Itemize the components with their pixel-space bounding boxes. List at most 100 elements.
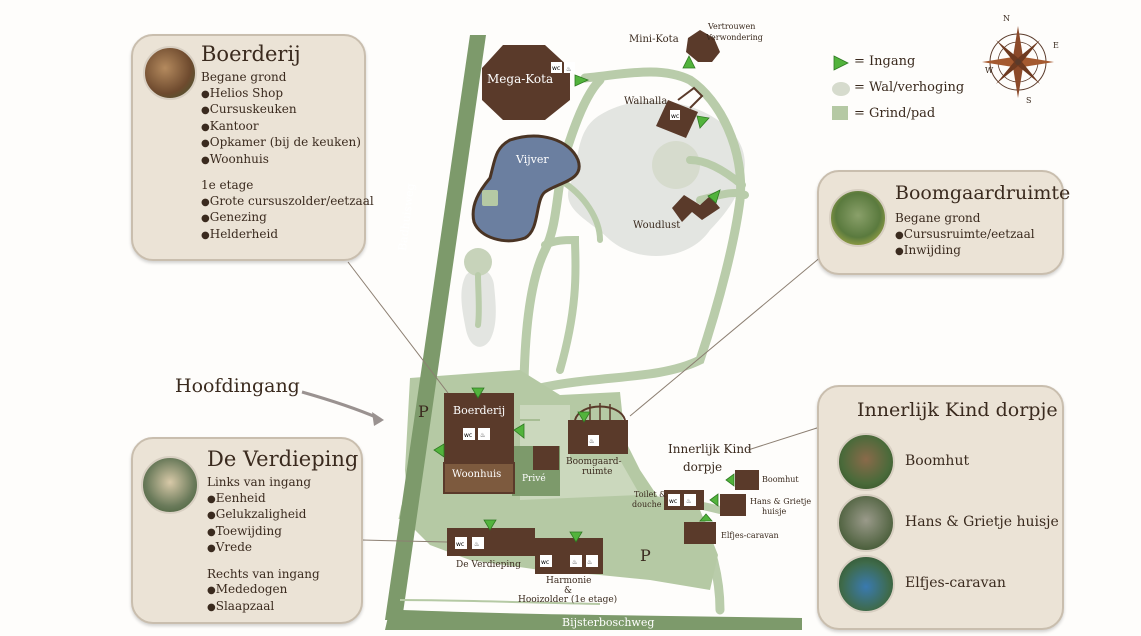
card-boomgaard-title: Boomgaardruimte xyxy=(895,182,1071,204)
compass-n: N xyxy=(1003,14,1010,23)
svg-text:wc: wc xyxy=(541,559,549,566)
hans-grietje-building xyxy=(720,494,746,516)
pond-deck xyxy=(482,190,498,206)
road-bijsterboschweg xyxy=(385,608,802,630)
list-item: Grote cursuszolder/eetzaal xyxy=(201,194,374,211)
wal-mound-2 xyxy=(464,248,492,276)
entrance-marker xyxy=(433,443,445,458)
svg-text:wc: wc xyxy=(464,432,472,439)
svg-text:wc: wc xyxy=(671,113,679,120)
compass-s: S xyxy=(1026,96,1032,105)
entrance-marker xyxy=(569,531,583,543)
boerderij-photo xyxy=(143,46,197,100)
card-boerderij-floor2: 1e etage xyxy=(201,178,254,192)
elfjes-label: Elfjes-caravan xyxy=(721,531,779,540)
compass-rose xyxy=(982,26,1054,98)
list-item: Inwijding xyxy=(895,243,1035,260)
card-innerlijk-item-2: Hans & Grietje huisje xyxy=(905,514,1059,530)
wal-mound xyxy=(652,141,700,189)
hans-grietje-photo xyxy=(837,494,895,552)
harmonie-label-2: & xyxy=(564,586,573,596)
card-boomgaard: Boomgaardruimte Begane grond Cursusruimt… xyxy=(817,170,1070,275)
pond xyxy=(471,134,581,243)
list-item: Genezing xyxy=(201,210,374,227)
list-item: Eenheid xyxy=(207,491,320,508)
list-item: Toewijding xyxy=(207,524,320,541)
card-verdieping-title: De Verdieping xyxy=(207,447,359,471)
entrance-marker xyxy=(725,473,735,487)
prive-building xyxy=(533,446,559,470)
card-verdieping-list1: Eenheid Gelukzaligheid Toewijding Vrede xyxy=(207,491,320,557)
list-item: Cursuskeuken xyxy=(201,102,374,119)
card-innerlijk-title: Innerlijk Kind dorpje xyxy=(857,399,1058,421)
road-label-bijsterboschweg: Bijsterboschweg xyxy=(562,616,655,629)
svg-text:♨: ♨ xyxy=(589,438,594,445)
road-badhuisweg xyxy=(385,35,486,620)
entrance-marker xyxy=(471,387,485,399)
card-boerderij-floor1: Begane grond xyxy=(201,70,287,84)
walhalla-label: Walhalla xyxy=(624,96,668,107)
mega-kota-label: Mega-Kota xyxy=(487,72,554,86)
svg-text:wc: wc xyxy=(669,498,677,505)
svg-text:♨: ♨ xyxy=(686,498,691,505)
card-innerlijk-item-3: Elfjes-caravan xyxy=(905,575,1006,591)
list-item: Helios Shop xyxy=(201,86,374,103)
wc-icons: wc ♨ wc wc ♨ ♨ wc ♨ wc ♨ wc ♨ ♨ xyxy=(455,62,696,567)
harmonie-label-3: Hooizolder (1e etage) xyxy=(518,595,618,605)
boomgaard-label-2: ruimte xyxy=(582,467,613,477)
hoofdingang-label: Hoofdingang xyxy=(175,375,300,397)
mini-kota-label: Mini-Kota xyxy=(629,34,679,45)
svg-text:♨: ♨ xyxy=(566,66,571,73)
legend-wal: = Wal/verhoging xyxy=(854,80,965,95)
compass-w: W xyxy=(985,66,994,75)
svg-text:♨: ♨ xyxy=(587,559,592,566)
woudlust-label: Woudlust xyxy=(633,220,681,231)
mini-kota-note2: Verwondering xyxy=(706,33,763,42)
leader-lines xyxy=(347,255,823,543)
hans-grietje-label-1: Hans & Grietje xyxy=(750,497,812,506)
legend-ingang-swatch xyxy=(833,55,849,71)
list-item: Vrede xyxy=(207,540,320,557)
card-boerderij-list1: Helios Shop Cursuskeuken Kantoor Opkamer… xyxy=(201,86,374,169)
toilet-label-1: Toilet & xyxy=(634,490,667,499)
card-boerderij-list2: Grote cursuszolder/eetzaal Genezing Held… xyxy=(201,194,374,244)
boomhut-building xyxy=(735,470,759,490)
mini-kota-building xyxy=(686,30,720,62)
entrance-marker xyxy=(577,411,591,423)
svg-text:♨: ♨ xyxy=(572,559,577,566)
card-boomgaard-floor1: Begane grond xyxy=(895,211,981,225)
woonhuis-building xyxy=(443,462,515,494)
woonhuis-label: Woonhuis xyxy=(452,469,502,480)
card-verdieping-list2: Mededogen Slaapzaal xyxy=(207,582,320,615)
card-verdieping: De Verdieping Links van ingang Eenheid G… xyxy=(131,437,363,624)
entrance-marker xyxy=(483,519,497,531)
parking-label-2: P xyxy=(640,546,651,565)
entrance-marker xyxy=(696,115,710,129)
entrance-marker xyxy=(682,55,696,69)
boomhut-photo xyxy=(837,433,895,491)
legend-ingang: = Ingang xyxy=(854,54,916,69)
woudlust-building xyxy=(672,195,720,222)
list-item: Mededogen xyxy=(207,582,320,599)
entrance-marker xyxy=(709,493,719,507)
svg-text:wc: wc xyxy=(456,541,464,548)
hans-grietje-label-2: huisje xyxy=(762,507,787,516)
list-item: Cursusruimte/eetzaal xyxy=(895,227,1035,244)
compass-e: E xyxy=(1053,41,1059,50)
svg-text:♨: ♨ xyxy=(480,432,485,439)
list-item: Slaapzaal xyxy=(207,599,320,616)
svg-text:♨: ♨ xyxy=(474,541,479,548)
verdieping-label: De Verdieping xyxy=(456,560,521,570)
elfjes-building xyxy=(684,522,716,544)
list-item: Helderheid xyxy=(201,227,374,244)
verdieping-photo xyxy=(141,456,199,514)
card-boerderij-title: Boerderij xyxy=(201,42,301,66)
harmonie-label-1: Harmonie xyxy=(546,576,592,586)
vijver-label: Vijver xyxy=(516,153,549,166)
card-verdieping-floor2: Rechts van ingang xyxy=(207,566,320,581)
boerderij-label: Boerderij xyxy=(453,404,506,417)
boomgaard-photo xyxy=(829,189,887,247)
entrance-marker xyxy=(707,189,721,204)
list-item: Kantoor xyxy=(201,119,374,136)
